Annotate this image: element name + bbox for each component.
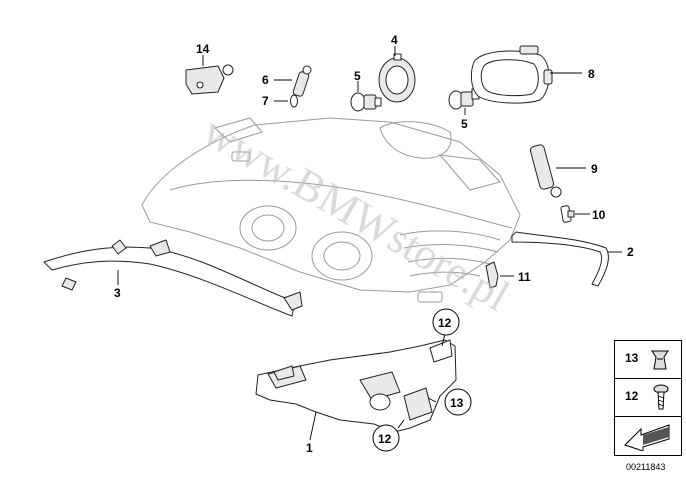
callout-6: 6	[262, 73, 269, 87]
legend-num-13: 13	[625, 351, 639, 365]
callout-2: 2	[627, 245, 634, 259]
callout-13: 13	[450, 396, 464, 410]
callout-5b: 5	[461, 117, 468, 131]
callout-14: 14	[196, 42, 210, 56]
part-3-trim-strip	[43, 239, 303, 317]
callout-1: 1	[306, 441, 313, 455]
callout-10: 10	[592, 208, 606, 222]
callout-12b: 12	[378, 432, 392, 446]
diagram-id: 00211843	[626, 462, 666, 472]
callout-5a: 5	[354, 69, 361, 83]
part-9-bulb-holder	[529, 144, 562, 198]
callout-3: 3	[114, 286, 121, 300]
legend-box: 13 12	[614, 340, 682, 456]
callout-13-circle	[444, 388, 472, 416]
part-4-cap	[378, 53, 416, 103]
clip-nut-icon	[651, 350, 669, 370]
part-2-seal	[511, 231, 609, 287]
part-8-cover	[470, 45, 553, 104]
legend-row-arrow	[615, 417, 681, 455]
legend-row-13: 13	[615, 341, 681, 379]
arrow-icon	[624, 424, 670, 451]
callout-7: 7	[262, 94, 269, 108]
part-10-small-bulb	[560, 205, 575, 223]
part-6-bulb-holder	[292, 65, 312, 97]
callout-9: 9	[591, 162, 598, 176]
part-1-carrier	[255, 339, 457, 433]
legend-row-12: 12	[615, 379, 681, 417]
callout-11: 11	[518, 270, 531, 284]
callout-4: 4	[391, 33, 398, 47]
part-14-bracket	[185, 64, 234, 95]
callout-12a-circle	[432, 308, 460, 336]
screw-icon	[653, 384, 669, 410]
legend-num-12: 12	[625, 389, 639, 403]
callout-12b-circle	[372, 424, 400, 452]
callout-8: 8	[588, 67, 595, 81]
headlight-housing	[141, 117, 521, 303]
part-5-bulb-left	[350, 92, 382, 112]
part-11-clip	[485, 261, 499, 289]
part-7-small-bulb	[290, 94, 298, 108]
callout-12a: 12	[438, 316, 452, 330]
